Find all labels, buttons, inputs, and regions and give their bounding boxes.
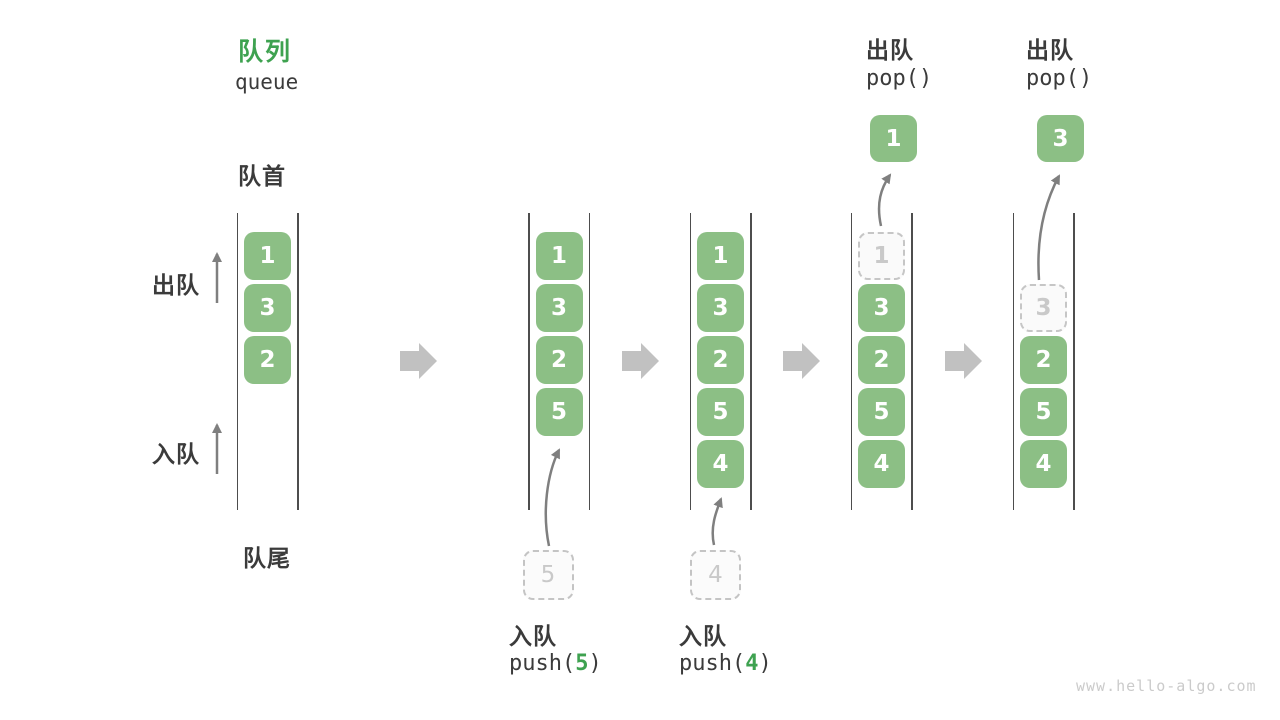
- watermark: www.hello-algo.com: [1076, 677, 1257, 695]
- queue-wall-left: [689, 213, 691, 510]
- queue-item: 2: [244, 336, 291, 384]
- dequeue-side-label: 出队: [152, 272, 200, 298]
- queue-item: 4: [858, 440, 905, 488]
- queue-item: 3: [858, 284, 905, 332]
- push-code-pre: push(: [509, 651, 576, 676]
- step-arrow-icon: [622, 343, 659, 379]
- queue-item: 1: [535, 232, 583, 280]
- queue-front-label: 队首: [238, 163, 286, 189]
- dequeue-op-label: 出队: [866, 37, 914, 63]
- queue-item: 5: [697, 388, 744, 436]
- queue-wall-right: [297, 213, 299, 510]
- queue-wall-right: [588, 213, 590, 510]
- queue-item-ghost: 3: [1020, 284, 1067, 332]
- queue-item: 2: [535, 336, 583, 384]
- queue-item: 5: [535, 388, 583, 436]
- queue-wall-right: [911, 213, 913, 510]
- queue-item: 3: [697, 284, 744, 332]
- queue-wall-right: [750, 213, 752, 510]
- queue-item: 5: [858, 388, 905, 436]
- queue-wall-left: [528, 213, 530, 510]
- queue-item: 3: [244, 284, 291, 332]
- push-code-arg: 4: [745, 651, 759, 676]
- push-code-arg: 5: [575, 651, 589, 676]
- popped-item: 3: [1037, 115, 1084, 162]
- enqueue-side-label: 入队: [152, 441, 200, 467]
- pop-code-label: pop(): [1026, 66, 1093, 91]
- queue-item: 2: [858, 336, 905, 384]
- push-code-post: ): [758, 651, 772, 676]
- queue-item: 4: [1020, 440, 1067, 488]
- enqueue-op-label: 入队: [679, 623, 727, 649]
- pop-code-label: pop(): [866, 66, 933, 91]
- step-arrow-icon: [945, 343, 982, 379]
- queue-wall-left: [850, 213, 852, 510]
- queue-item: 2: [697, 336, 744, 384]
- queue-wall-right: [1073, 213, 1075, 510]
- queue-item: 4: [697, 440, 744, 488]
- queue-item: 3: [535, 284, 583, 332]
- push-arrow-icon: [711, 497, 723, 546]
- pop-arrow-icon: [1037, 174, 1061, 281]
- queue-wall-left: [236, 213, 238, 510]
- incoming-item: 4: [690, 550, 741, 600]
- queue-item: 2: [1020, 336, 1067, 384]
- queue-item-ghost: 1: [858, 232, 905, 280]
- title-en: queue: [235, 70, 299, 94]
- push-code-label: push(5): [509, 651, 602, 676]
- queue-rear-label: 队尾: [243, 545, 291, 571]
- push-arrow-icon: [544, 448, 561, 547]
- push-code-pre: push(: [679, 651, 746, 676]
- dequeue-op-label: 出队: [1026, 37, 1074, 63]
- queue-wall-left: [1012, 213, 1014, 510]
- step-arrow-icon: [400, 343, 437, 379]
- popped-item: 1: [870, 115, 917, 162]
- queue-item: 1: [244, 232, 291, 280]
- incoming-item: 5: [522, 550, 574, 600]
- push-code-post: ): [588, 651, 602, 676]
- enqueue-op-label: 入队: [509, 623, 557, 649]
- queue-item: 1: [697, 232, 744, 280]
- push-code-label: push(4): [679, 651, 772, 676]
- title-zh: 队列: [238, 38, 293, 66]
- pop-arrow-icon: [877, 173, 892, 227]
- step-arrow-icon: [783, 343, 820, 379]
- queue-item: 5: [1020, 388, 1067, 436]
